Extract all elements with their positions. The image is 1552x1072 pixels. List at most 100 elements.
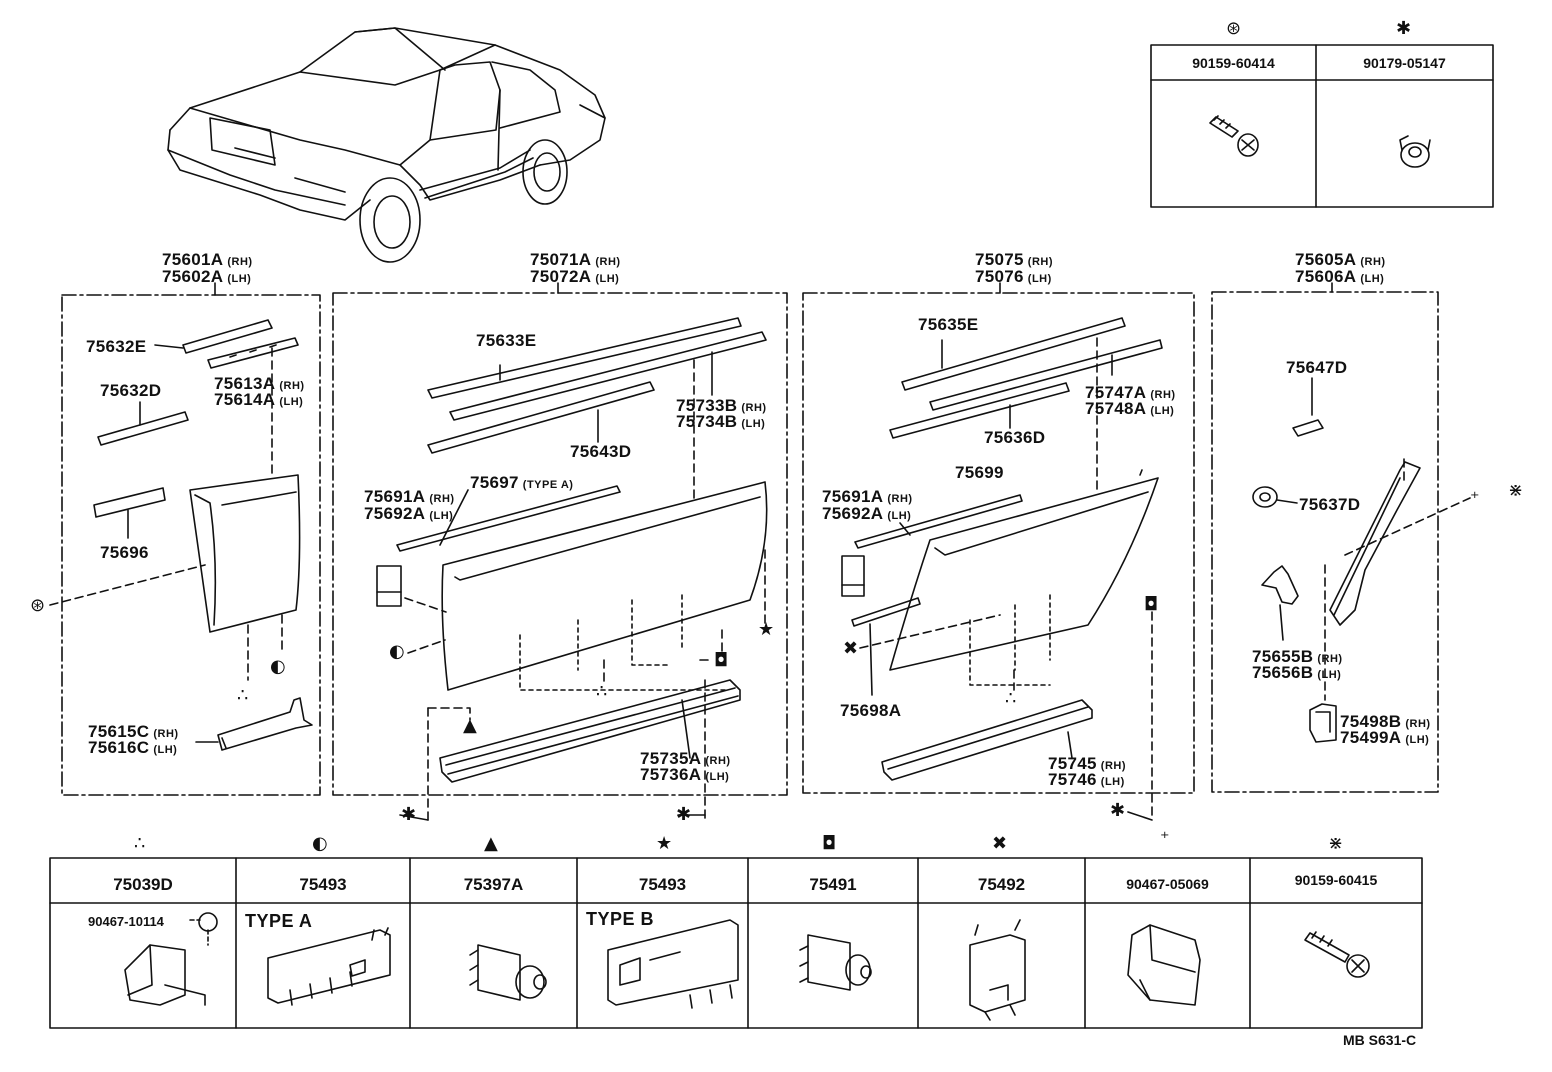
part-number: 75499A [1340,728,1402,747]
clip-75491-icon [799,934,872,991]
bottom-col8-symbol: ⋇ [1328,833,1344,854]
label-75692A-a: 75692A(LH) [364,505,453,525]
bottom-col3-part: 75397A [463,875,524,894]
figure-code: MB S631-C [1343,1032,1417,1048]
ref-asterisk-circle-icon: ⊛ [30,595,46,616]
part-number: 75655B [1252,647,1314,666]
side-suffix: (RH) [279,380,305,392]
part-number: 75606A [1295,267,1357,286]
side-suffix: (RH) [1360,256,1386,268]
side-suffix: (LH) [887,510,912,522]
bottom-col7-part: 90467-05069 [1126,876,1209,892]
side-suffix: (RH) [705,755,731,767]
group1-box [49,282,321,796]
group3-header-rh: 75075(RH) [975,251,1053,271]
part-number: 75692A [364,504,426,523]
side-suffix: (RH) [1317,653,1343,665]
ref-star-icon: ★ [758,619,775,640]
part-number: 75691A [822,487,884,506]
bottom-col4-part: 75493 [638,875,687,894]
group2-header-rh: 75071A(RH) [530,251,621,271]
side-suffix: (LH) [153,744,178,756]
group4-header-lh: 75606A(LH) [1295,268,1384,288]
ref-triangle-icon: ▲ [463,715,477,736]
part-number: 75071A [530,250,592,269]
side-suffix: (LH) [429,510,454,522]
bottom-col3-symbol: ▲ [484,833,498,854]
label-75747A: 75747A(RH) [1085,384,1176,404]
bottom-col4-symbol: ★ [656,833,673,854]
label-75692A-b: 75692A(LH) [822,505,911,525]
part-number: 75072A [530,267,592,286]
ref-half-circle-icon: ◐ [270,656,286,677]
side-suffix: (LH) [1317,669,1342,681]
side-suffix: (RH) [1405,718,1431,730]
label-75733B: 75733B(RH) [676,397,767,417]
side-suffix: (LH) [1150,405,1175,417]
part-number: 75747A [1085,383,1147,402]
type-suffix: (TYPE A) [522,479,574,491]
screw-90159-60415-icon [1304,931,1370,978]
part-number: 75691A [364,487,426,506]
side-suffix: (RH) [741,402,767,414]
label-75635E: 75635E [918,315,979,334]
part-number: 75616C [88,738,150,757]
bottom-col6-part: 75492 [977,875,1026,894]
label-75615C: 75615C(RH) [88,723,179,743]
part-number: 75692A [822,504,884,523]
bottom-col1-subpart: 90467-10114 [88,914,164,929]
side-suffix: (LH) [1405,734,1430,746]
side-suffix: (LH) [1360,273,1385,285]
bottom-col7-symbol: ⁺ [1160,828,1170,849]
bottom-col2-symbol: ◐ [312,833,328,854]
label-75647D: 75647D [1286,358,1348,377]
label-75745: 75745(RH) [1048,755,1126,775]
label-75655B: 75655B(RH) [1252,648,1343,668]
side-suffix: (LH) [595,273,620,285]
side-suffix: (RH) [153,728,179,740]
bottom-col2-part: 75493 [299,875,347,894]
label-75633E: 75633E [476,331,537,350]
side-suffix: (RH) [227,256,253,268]
ref-cross-icon: ✱ [676,804,692,825]
ref-cross-icon: ✱ [401,804,417,825]
bottom-col4-type: TYPE B [586,909,655,929]
car-illustration-icon [167,27,606,263]
label-75643D: 75643D [570,442,632,461]
part-number: 75733B [676,396,738,415]
group2-header-lh: 75072A(LH) [530,268,619,288]
part-number: 75614A [214,390,276,409]
label-75746: 75746(LH) [1048,771,1125,791]
ref-triangle-dots-icon: ∴ [596,681,608,702]
label-75748A: 75748A(LH) [1085,400,1174,420]
side-suffix: (LH) [741,418,766,430]
label-75614A: 75614A(LH) [214,391,303,411]
label-75691A-b: 75691A(RH) [822,488,913,508]
ref-triangle-dots-icon: ∴ [1005,688,1017,709]
group4-header-rh: 75605A(RH) [1295,251,1386,271]
bottom-col2-type: TYPE A [245,911,313,931]
part-number: 75745 [1048,754,1097,773]
label-75699: 75699 [955,463,1004,482]
label-75498B: 75498B(RH) [1340,713,1431,733]
label-75736A: 75736A(LH) [640,766,729,786]
part-number: 75734B [676,412,738,431]
label-75499A: 75499A(LH) [1340,729,1429,749]
top-col2-symbol: ✱ [1396,18,1412,39]
ref-triangle-dots-icon: ∴ [237,685,249,706]
part-number: 75615C [88,722,150,741]
top-col1-symbol: ⊛ [1226,18,1242,39]
label-75616C: 75616C(LH) [88,739,177,759]
label-75691A-a: 75691A(RH) [364,488,455,508]
group1-header-lh: 75602A(LH) [162,268,251,288]
group1-header-rh: 75601A(RH) [162,251,253,271]
bottom-clip-table [49,857,1423,1029]
side-suffix: (LH) [1027,273,1052,285]
part-number: 75735A [640,749,702,768]
side-suffix: (RH) [595,256,621,268]
ref-tick-icon: ⁺ [1470,488,1480,509]
side-suffix: (LH) [705,771,730,783]
part-number: 75498B [1340,712,1402,731]
part-number: 75075 [975,250,1024,269]
clip-75397A-icon [469,944,547,1001]
